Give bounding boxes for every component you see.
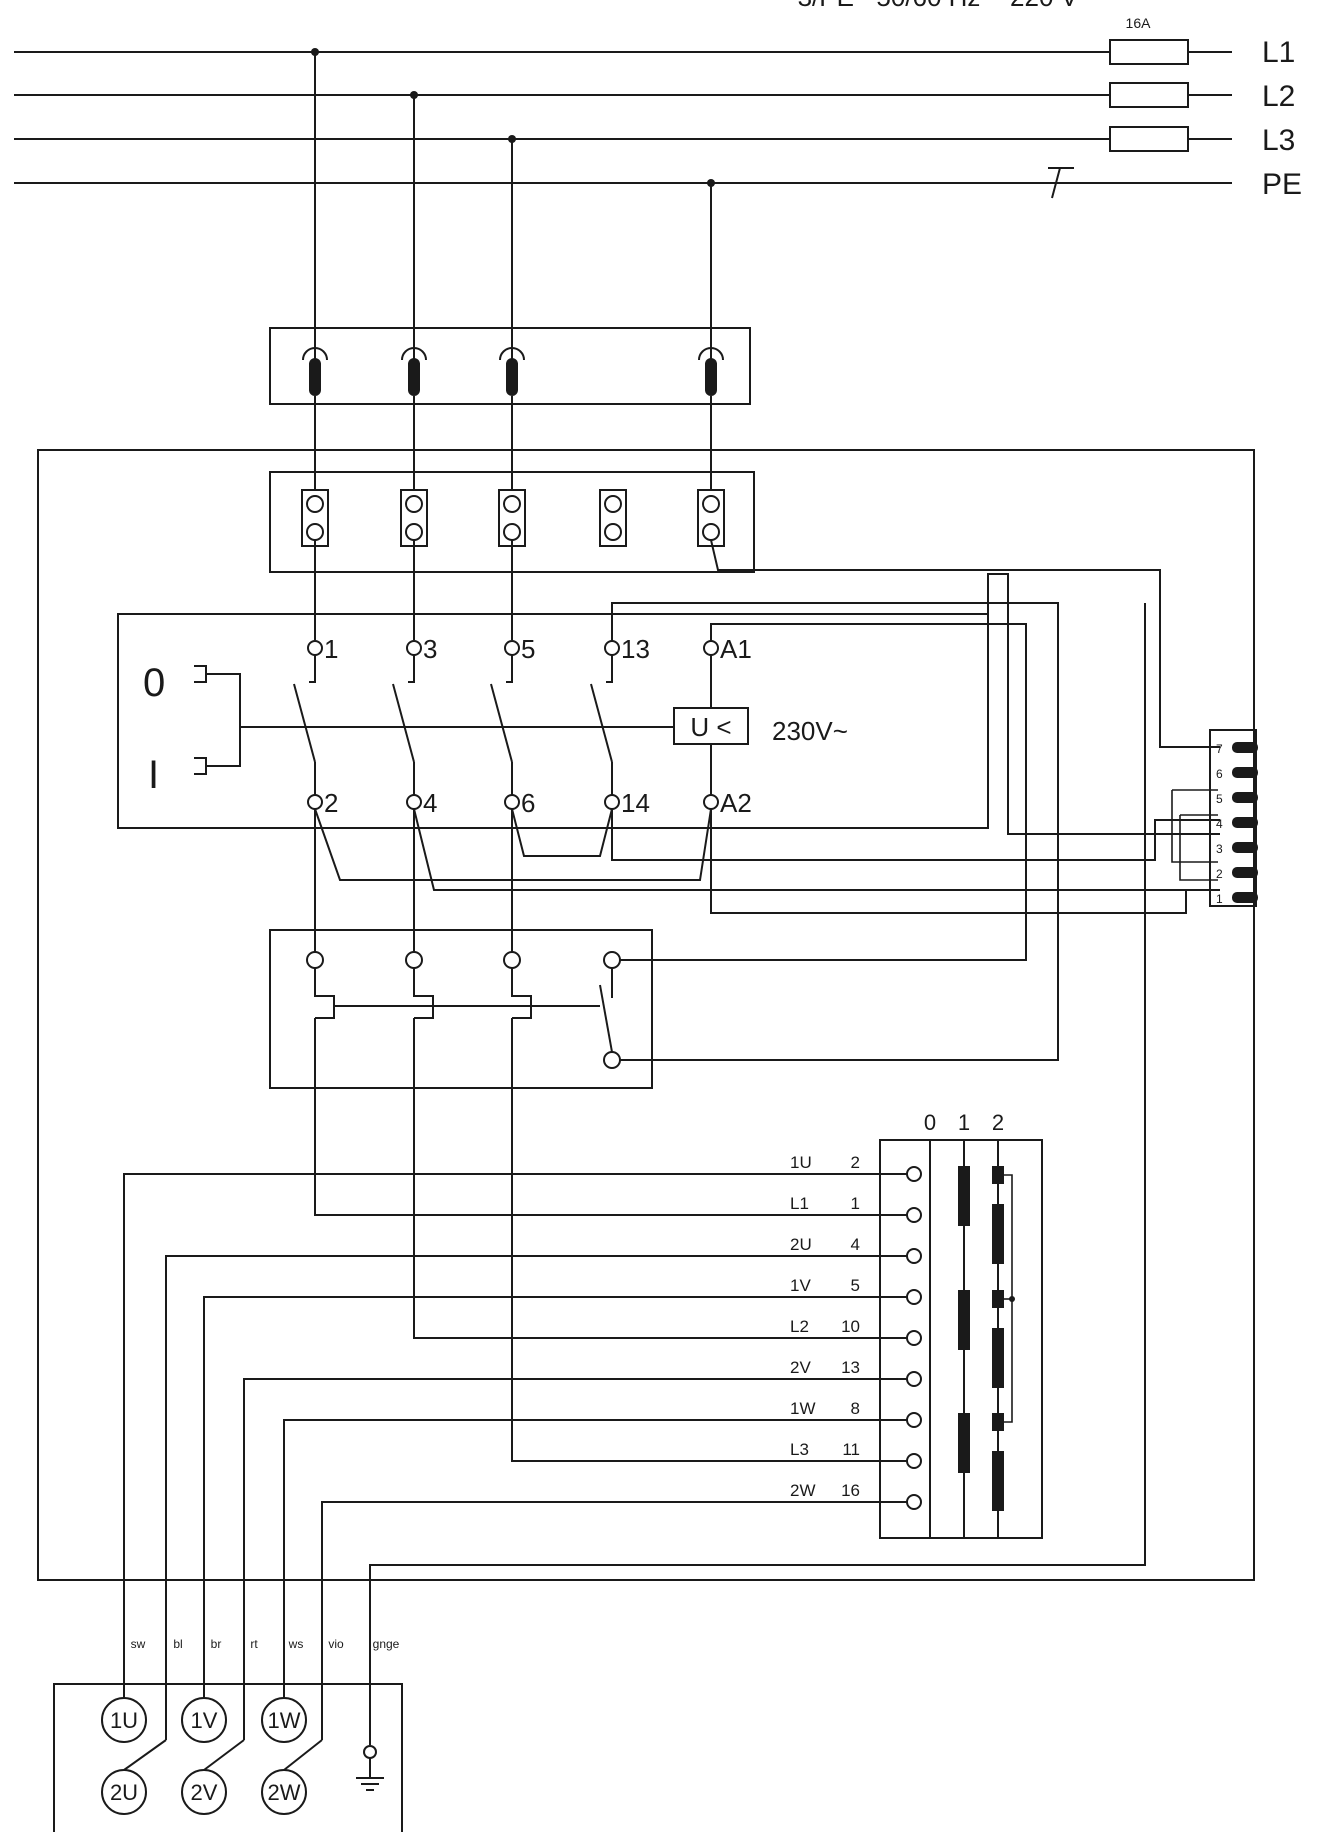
selector-pos-1: 1	[958, 1110, 970, 1135]
motor-cable-wires	[123, 603, 1146, 1745]
motor-terminal-2v: 2V	[191, 1780, 218, 1805]
selector-pos-2: 2	[992, 1110, 1004, 1135]
wire-color-br: br	[211, 1637, 222, 1651]
plug-connector	[269, 327, 751, 405]
breaker-terminal-1: 1	[324, 634, 338, 664]
breaker-terminal-14: 14	[621, 788, 650, 818]
breaker-terminal-a2: A2	[720, 788, 752, 818]
connector-pin-7: 7	[1216, 742, 1223, 756]
selector-pos-0: 0	[924, 1110, 936, 1135]
selector-row-label: 1V	[790, 1276, 811, 1295]
breaker-terminal-2: 2	[324, 788, 338, 818]
breaker-terminal-13: 13	[621, 634, 650, 664]
selector-row-label: 1W	[790, 1399, 816, 1418]
auxiliary-wires	[611, 573, 1220, 1061]
wire-color-vio: vio	[328, 1637, 344, 1651]
breaker-terminal-6: 6	[521, 788, 535, 818]
wire-color-ws: ws	[288, 1637, 304, 1651]
motor-terminal-1w: 1W	[268, 1708, 301, 1733]
selector-row-num: 10	[841, 1317, 860, 1336]
selector-row-labels: 1U 2 L1 1 2U 4 1V 5 L2 10 2V 13 1W 8 L3 …	[790, 1153, 860, 1500]
wire-color-gnge: gnge	[373, 1637, 400, 1651]
line-label-pe: PE	[1262, 168, 1302, 201]
selector-row-label: L2	[790, 1317, 809, 1336]
selector-row-num: 1	[851, 1194, 860, 1213]
line-label-l2: L2	[1262, 80, 1295, 113]
connector-pin-3: 3	[1216, 842, 1223, 856]
motor-terminal-1v: 1V	[191, 1708, 218, 1733]
connector-pin-1: 1	[1216, 892, 1223, 906]
connector-pin-5: 5	[1216, 792, 1223, 806]
contactor-block	[269, 929, 653, 1089]
breaker-to-contactor-wires	[314, 808, 1186, 952]
motor-terminal-2w: 2W	[268, 1780, 301, 1805]
breaker-terminal-3: 3	[423, 634, 437, 664]
motor-protection-breaker	[117, 613, 989, 857]
selector-row-num: 11	[842, 1440, 860, 1459]
selector-row-num: 4	[851, 1235, 860, 1254]
connector-pin-2: 2	[1216, 867, 1223, 881]
connector-7pin	[1171, 729, 1258, 907]
pole-change-selector	[879, 1139, 1043, 1539]
selector-row-num: 8	[851, 1399, 860, 1418]
connector-pin-4: 4	[1216, 817, 1223, 831]
contactor-to-selector-wires	[314, 1018, 908, 1462]
fuse-rating-label: 16A	[1126, 15, 1152, 31]
wire-color-rt: rt	[250, 1637, 258, 1651]
plug-to-terminal-wires	[314, 396, 712, 490]
wire-color-bl: bl	[173, 1637, 182, 1651]
selector-row-label: 1U	[790, 1153, 812, 1172]
selector-row-label: L1	[790, 1194, 809, 1213]
selector-row-num: 5	[851, 1276, 860, 1295]
motor-terminal-box	[53, 1683, 403, 1832]
switch-position-on: I	[148, 753, 159, 797]
terminal-to-breaker-wires	[314, 539, 1220, 748]
breaker-terminal-4: 4	[423, 788, 437, 818]
selector-row-num: 2	[851, 1153, 860, 1172]
selector-row-num: 13	[841, 1358, 860, 1377]
selector-row-label: 2U	[790, 1235, 812, 1254]
line-label-l3: L3	[1262, 124, 1295, 157]
selector-row-label: L3	[790, 1440, 809, 1459]
selector-row-label: 2W	[790, 1481, 816, 1500]
motor-terminal-1u: 1U	[110, 1708, 138, 1733]
enclosure-outline	[37, 449, 1255, 1581]
line-label-l1: L1	[1262, 36, 1295, 69]
wire-color-sw: sw	[131, 1637, 146, 1651]
supply-lines	[14, 39, 1232, 199]
selector-row-label: 2V	[790, 1358, 811, 1377]
connector-pin-6: 6	[1216, 767, 1223, 781]
undervoltage-coil-label: U <	[690, 712, 731, 742]
supply-drops	[314, 52, 712, 360]
motor-terminal-2u: 2U	[110, 1780, 138, 1805]
coil-voltage-label: 230V~	[772, 716, 848, 746]
selector-row-num: 16	[841, 1481, 860, 1500]
switch-position-off: 0	[143, 661, 165, 705]
supply-spec-text: 3/PE ~50/60 Hz ~ 220 V	[798, 0, 1079, 12]
breaker-terminal-5: 5	[521, 634, 535, 664]
breaker-terminal-a1: A1	[720, 634, 752, 664]
